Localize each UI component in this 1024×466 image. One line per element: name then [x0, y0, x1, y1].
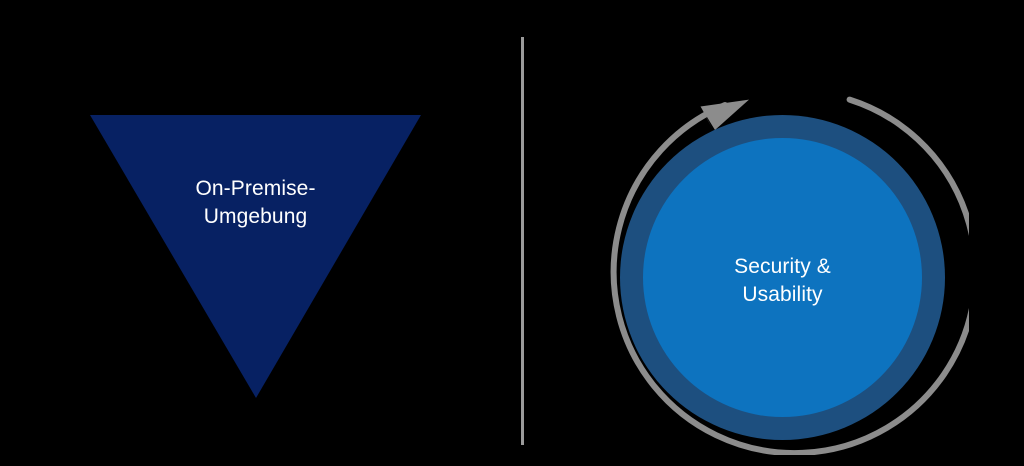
security-usability-panel: Security & Usability — [521, 0, 1024, 466]
inner-circle — [643, 138, 922, 417]
inverted-triangle-shape — [90, 115, 421, 398]
cycle-arrow-icon — [597, 83, 969, 455]
on-premise-panel: On-Premise- Umgebung — [90, 115, 421, 398]
panel-divider — [521, 37, 524, 445]
